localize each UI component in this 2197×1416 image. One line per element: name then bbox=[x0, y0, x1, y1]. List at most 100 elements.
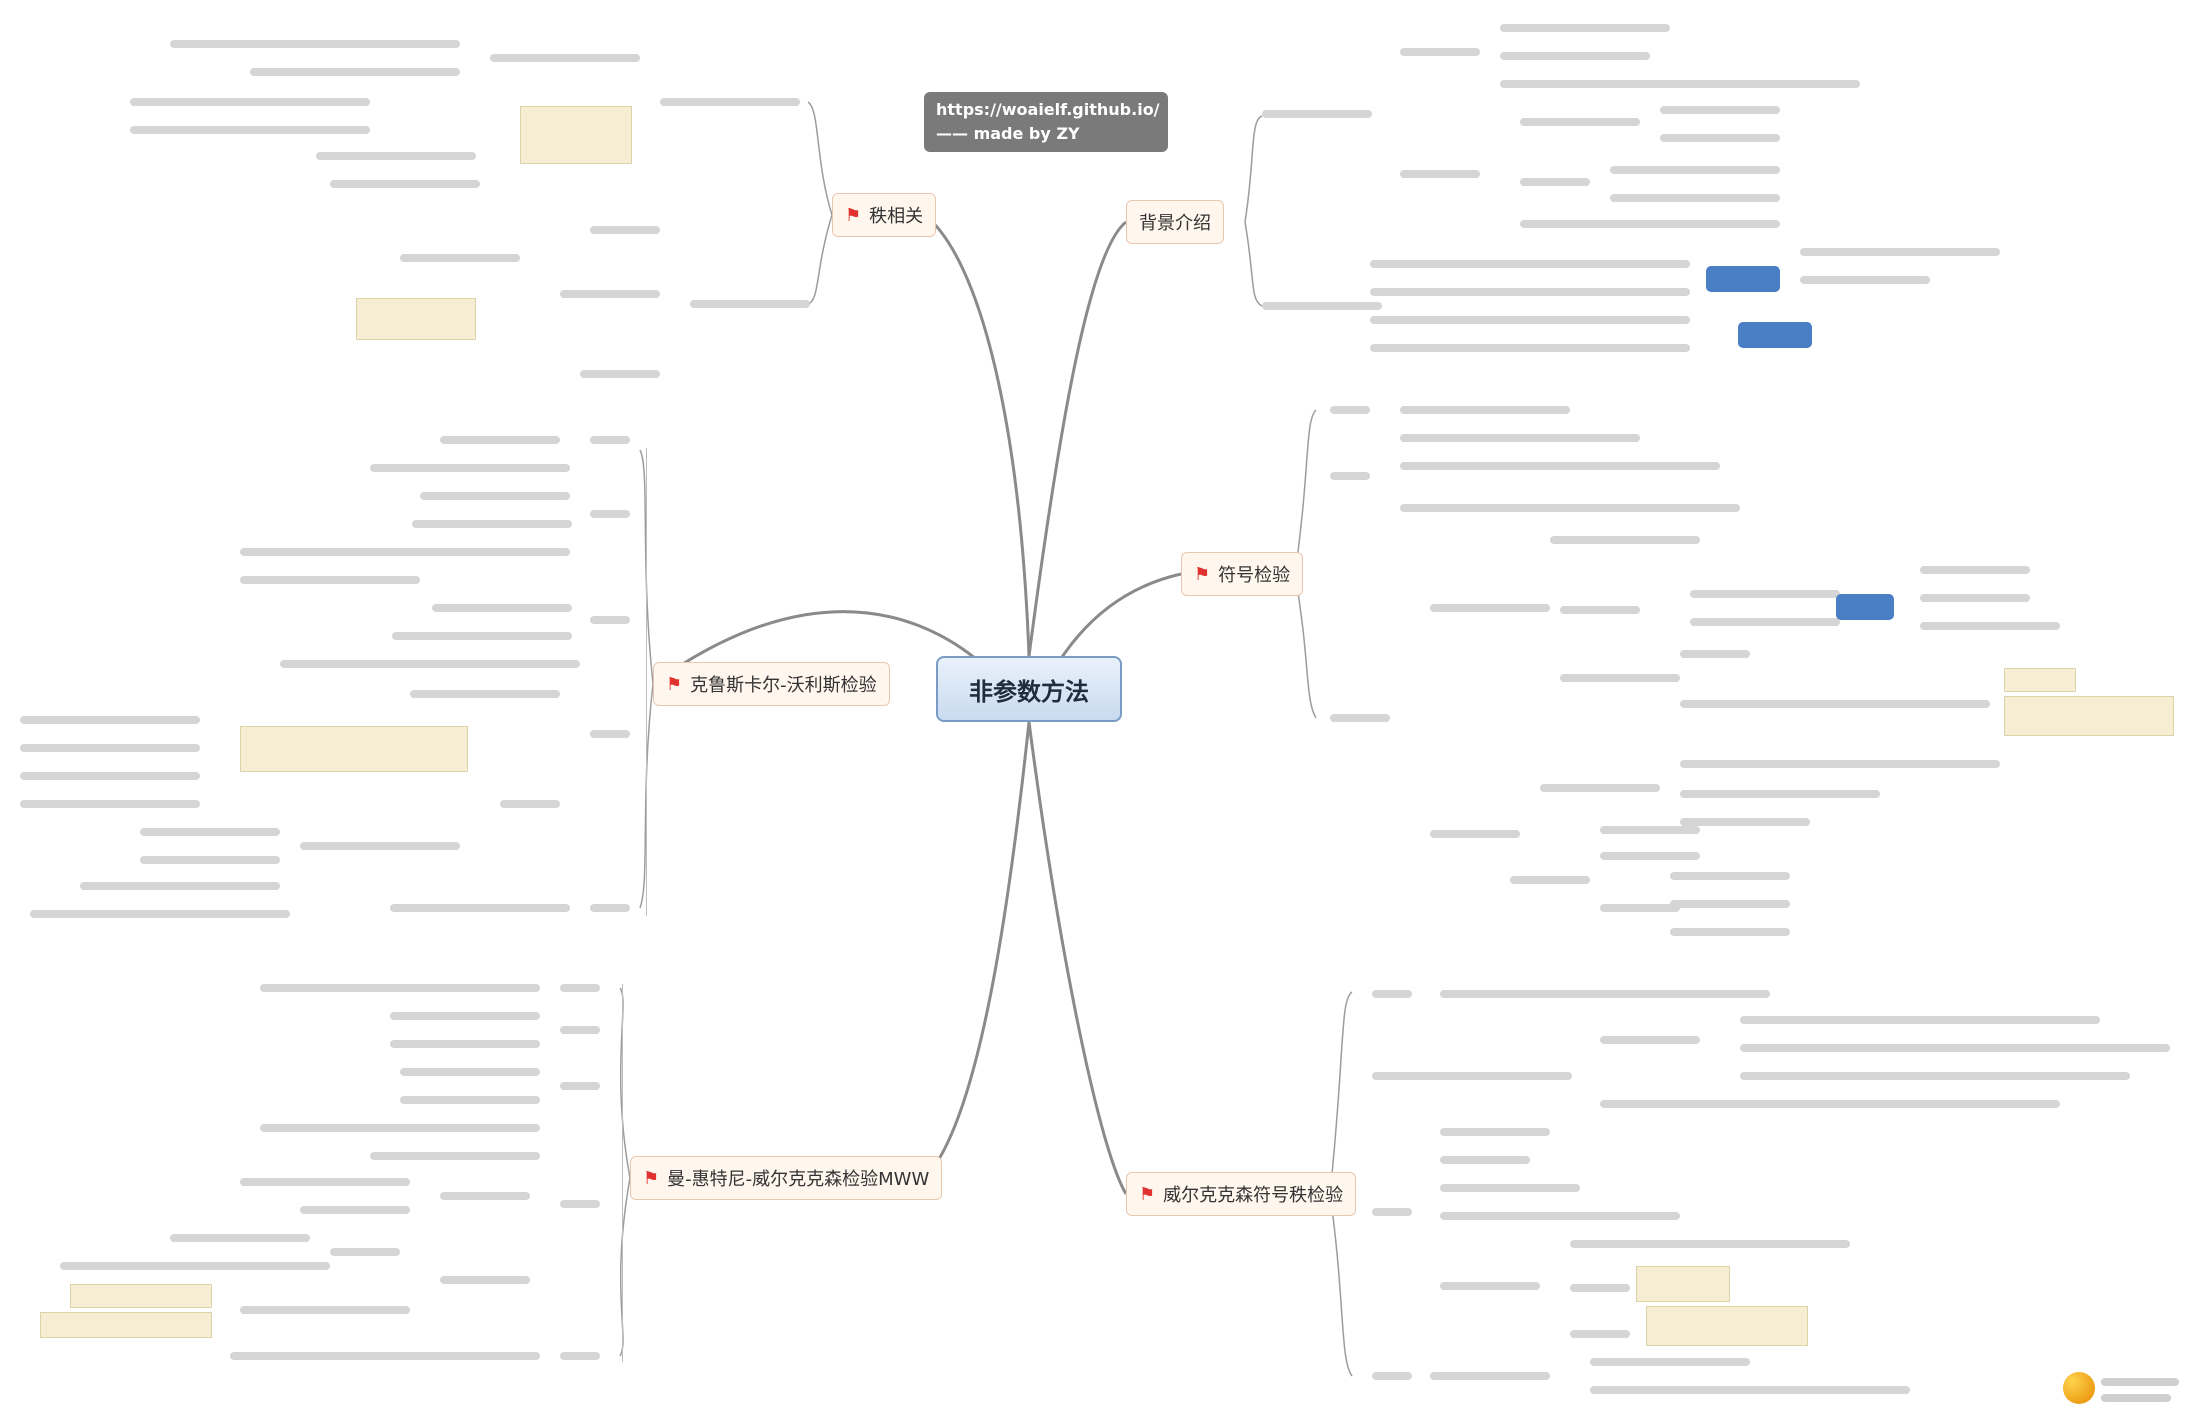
placeholder-line bbox=[20, 800, 200, 808]
placeholder-line bbox=[1400, 504, 1740, 512]
formula-box bbox=[1636, 1266, 1730, 1302]
placeholder-line bbox=[392, 632, 572, 640]
divider bbox=[646, 448, 647, 916]
placeholder-line bbox=[1440, 1212, 1680, 1220]
placeholder-line bbox=[20, 716, 200, 724]
placeholder-line bbox=[1680, 790, 1880, 798]
placeholder-line bbox=[20, 772, 200, 780]
red-flag-icon: ⚑ bbox=[845, 204, 862, 226]
placeholder-line bbox=[1330, 472, 1370, 480]
placeholder-line bbox=[1680, 760, 2000, 768]
placeholder-line bbox=[1660, 106, 1780, 114]
placeholder-line bbox=[590, 510, 630, 518]
placeholder-line bbox=[140, 828, 280, 836]
placeholder-line bbox=[590, 226, 660, 234]
placeholder-line bbox=[1520, 118, 1640, 126]
placeholder-line bbox=[1560, 606, 1640, 614]
placeholder-line bbox=[1660, 134, 1780, 142]
placeholder-line bbox=[330, 1248, 400, 1256]
red-flag-icon: ⚑ bbox=[1139, 1183, 1156, 1205]
placeholder-line bbox=[1370, 316, 1690, 324]
divider bbox=[622, 984, 623, 1362]
placeholder-line bbox=[1400, 406, 1570, 414]
placeholder-line bbox=[1430, 830, 1520, 838]
placeholder-line bbox=[1920, 594, 2030, 602]
branch-label: 曼-惠特尼-威尔克克森检验MWW bbox=[667, 1169, 930, 1190]
placeholder-line bbox=[80, 882, 280, 890]
red-flag-icon: ⚑ bbox=[1194, 563, 1211, 585]
placeholder-line bbox=[590, 904, 630, 912]
placeholder-line bbox=[412, 520, 572, 528]
badge bbox=[1706, 266, 1780, 292]
placeholder-line bbox=[1670, 900, 1790, 908]
placeholder-line bbox=[580, 370, 660, 378]
placeholder-line bbox=[390, 1040, 540, 1048]
placeholder-line bbox=[1800, 276, 1930, 284]
placeholder-line bbox=[1520, 178, 1590, 186]
placeholder-line bbox=[300, 1206, 410, 1214]
branch-sign-test[interactable]: ⚑ 符号检验 bbox=[1181, 552, 1304, 596]
placeholder-line bbox=[1570, 1240, 1850, 1248]
placeholder-line bbox=[660, 98, 800, 106]
placeholder-line bbox=[30, 910, 290, 918]
placeholder-line bbox=[1430, 604, 1550, 612]
site-logo bbox=[2063, 1366, 2183, 1410]
placeholder-line bbox=[1680, 650, 1750, 658]
placeholder-line bbox=[590, 436, 630, 444]
branch-kruskal-wallis[interactable]: ⚑ 克鲁斯卡尔-沃利斯检验 bbox=[653, 662, 890, 706]
placeholder-line bbox=[1400, 48, 1480, 56]
placeholder-line bbox=[170, 40, 460, 48]
placeholder-line bbox=[1550, 536, 1700, 544]
placeholder-line bbox=[370, 1152, 540, 1160]
placeholder-line bbox=[1570, 1284, 1630, 1292]
placeholder-line bbox=[1540, 784, 1660, 792]
placeholder-line bbox=[1500, 52, 1650, 60]
branch-background[interactable]: 背景介绍 bbox=[1126, 200, 1224, 244]
placeholder-line bbox=[1510, 876, 1590, 884]
url-line: https://woaielf.github.io/ bbox=[936, 100, 1160, 119]
placeholder-line bbox=[1372, 1208, 1412, 1216]
placeholder-line bbox=[1370, 260, 1690, 268]
branch-rank-correlation[interactable]: ⚑ 秩相关 bbox=[832, 193, 937, 237]
author-line: —— made by ZY bbox=[936, 124, 1080, 143]
branch-label: 背景介绍 bbox=[1139, 213, 1211, 234]
placeholder-line bbox=[560, 984, 600, 992]
placeholder-line bbox=[560, 1026, 600, 1034]
placeholder-line bbox=[240, 548, 570, 556]
placeholder-line bbox=[1372, 1072, 1572, 1080]
logo-mark-icon bbox=[2063, 1372, 2095, 1404]
placeholder-line bbox=[1440, 1128, 1550, 1136]
placeholder-line bbox=[410, 690, 560, 698]
placeholder-line bbox=[1500, 80, 1860, 88]
center-node[interactable]: 非参数方法 bbox=[936, 656, 1122, 722]
formula-box bbox=[2004, 696, 2174, 736]
placeholder-line bbox=[240, 1178, 410, 1186]
url-banner: https://woaielf.github.io/ —— made by ZY bbox=[924, 92, 1168, 152]
placeholder-line bbox=[1500, 24, 1670, 32]
placeholder-line bbox=[560, 1082, 600, 1090]
placeholder-line bbox=[140, 856, 280, 864]
placeholder-line bbox=[1690, 618, 1840, 626]
placeholder-line bbox=[370, 464, 570, 472]
placeholder-line bbox=[1440, 1282, 1540, 1290]
placeholder-line bbox=[1560, 674, 1680, 682]
placeholder-line bbox=[250, 68, 460, 76]
badge bbox=[1738, 322, 1812, 348]
placeholder-line bbox=[1372, 990, 1412, 998]
placeholder-line bbox=[1680, 700, 1990, 708]
placeholder-line bbox=[560, 290, 660, 298]
placeholder-line bbox=[440, 436, 560, 444]
placeholder-line bbox=[1600, 826, 1700, 834]
placeholder-line bbox=[60, 1262, 330, 1270]
formula-box bbox=[1646, 1306, 1808, 1346]
placeholder-line bbox=[432, 604, 572, 612]
placeholder-line bbox=[440, 1276, 530, 1284]
branch-mann-whitney[interactable]: ⚑ 曼-惠特尼-威尔克克森检验MWW bbox=[630, 1156, 943, 1200]
placeholder-line bbox=[400, 1068, 540, 1076]
placeholder-line bbox=[1400, 462, 1720, 470]
placeholder-line bbox=[400, 254, 520, 262]
branch-wilcoxon-signed-rank[interactable]: ⚑ 威尔克克森符号秩检验 bbox=[1126, 1172, 1357, 1216]
red-flag-icon: ⚑ bbox=[643, 1167, 660, 1189]
placeholder-line bbox=[420, 492, 570, 500]
placeholder-line bbox=[1600, 904, 1680, 912]
